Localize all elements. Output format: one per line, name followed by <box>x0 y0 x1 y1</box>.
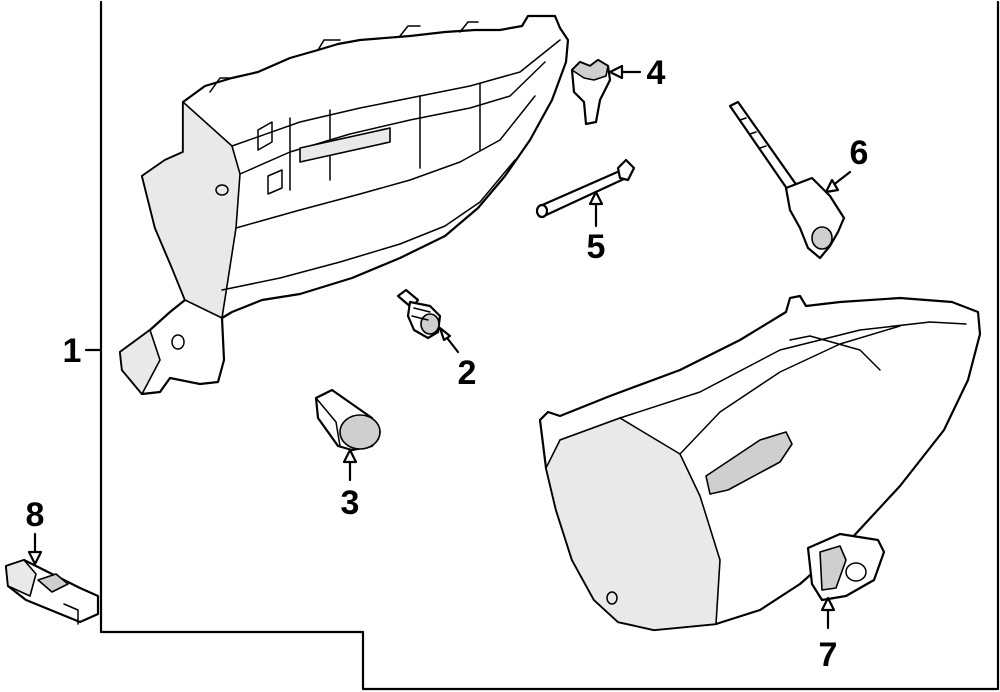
arrowhead-5 <box>588 190 604 206</box>
callout-6: 6 <box>850 134 869 172</box>
arrowhead-7 <box>820 596 836 612</box>
callout-3: 3 <box>341 484 360 522</box>
part-5-pin <box>535 158 636 219</box>
callout-1: 1 <box>63 332 82 370</box>
arrowhead-3 <box>342 448 358 464</box>
arrowhead-4 <box>608 64 624 80</box>
part-3-cylinder-stop <box>314 388 382 452</box>
callout-5: 5 <box>587 228 606 266</box>
arrowhead-6 <box>824 178 840 194</box>
callout-2: 2 <box>458 354 477 392</box>
arrowhead-8 <box>27 550 43 566</box>
callout-8: 8 <box>26 496 45 534</box>
part-2-bumper <box>396 288 442 340</box>
arrowhead-2 <box>438 326 452 342</box>
assembly-frame <box>99 0 1000 691</box>
part-6-damper <box>728 100 846 260</box>
glove-box-door <box>538 294 982 632</box>
callout-7: 7 <box>819 636 838 674</box>
part-4-latch-clip <box>570 58 612 126</box>
part-7-lock-bezel <box>806 532 886 602</box>
callout-4: 4 <box>647 54 666 92</box>
leader-lines <box>27 64 852 630</box>
part-8-lamp-module <box>4 558 100 625</box>
part-1-glove-box-housing <box>118 14 570 396</box>
